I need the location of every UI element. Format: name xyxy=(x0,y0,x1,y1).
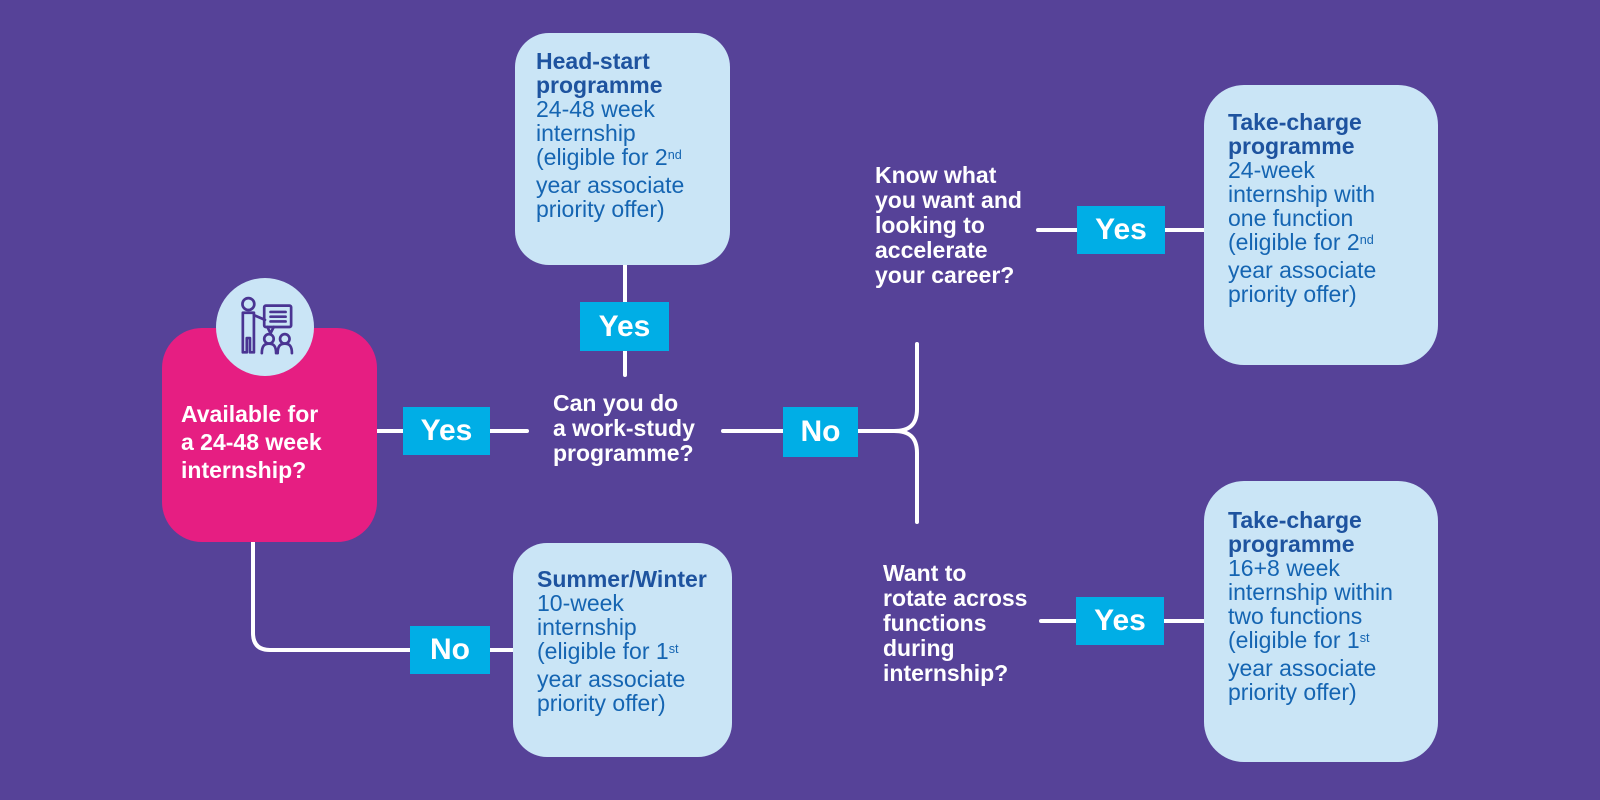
programme-title: Summer/Winter xyxy=(537,566,707,592)
decision-work-study-yes: Yes xyxy=(580,302,669,351)
line-root-to-no-branch xyxy=(251,540,412,652)
programme-title: Head-start programme xyxy=(536,48,663,98)
line-no-fork-down xyxy=(892,429,919,524)
programme-description: 16+8 week internship within two function… xyxy=(1228,555,1393,705)
programme-card-take-charge-one-function: Take-charge programme 24-week internship… xyxy=(1204,85,1438,365)
programme-card-summer-winter: Summer/Winter 10-week internship (eligib… xyxy=(513,543,732,757)
question-rotate-functions: Want to rotate across functions during i… xyxy=(883,560,1028,686)
programme-card-head-start: Head-start programme 24-48 week internsh… xyxy=(515,33,730,265)
programme-card-take-charge-two-functions: Take-charge programme 16+8 week internsh… xyxy=(1204,481,1438,762)
programme-description: 10-week internship (eligible for 1st yea… xyxy=(537,590,686,716)
root-question-text: Available for a 24-48 week internship? xyxy=(181,401,322,483)
programme-title: Take-charge programme xyxy=(1228,109,1362,159)
decision-accelerate-yes: Yes xyxy=(1077,206,1165,254)
decision-root-yes: Yes xyxy=(403,407,490,455)
question-work-study: Can you do a work-study programme? xyxy=(553,390,695,466)
line-no-fork-up xyxy=(856,342,919,433)
programme-title: Take-charge programme xyxy=(1228,507,1362,557)
decision-work-study-no: No xyxy=(783,407,858,457)
presenter-with-audience-icon xyxy=(241,296,294,355)
programme-description: 24-week internship with one function (el… xyxy=(1228,157,1377,307)
programme-description: 24-48 week internship (eligible for 2nd … xyxy=(536,96,685,222)
decision-rotate-yes: Yes xyxy=(1076,597,1164,645)
presenter-icon-circle xyxy=(216,278,314,376)
question-accelerate-career: Know what you want and looking to accele… xyxy=(875,162,1022,288)
decision-root-no: No xyxy=(410,626,490,674)
root-question-card: Available for a 24-48 week internship? xyxy=(162,328,377,542)
